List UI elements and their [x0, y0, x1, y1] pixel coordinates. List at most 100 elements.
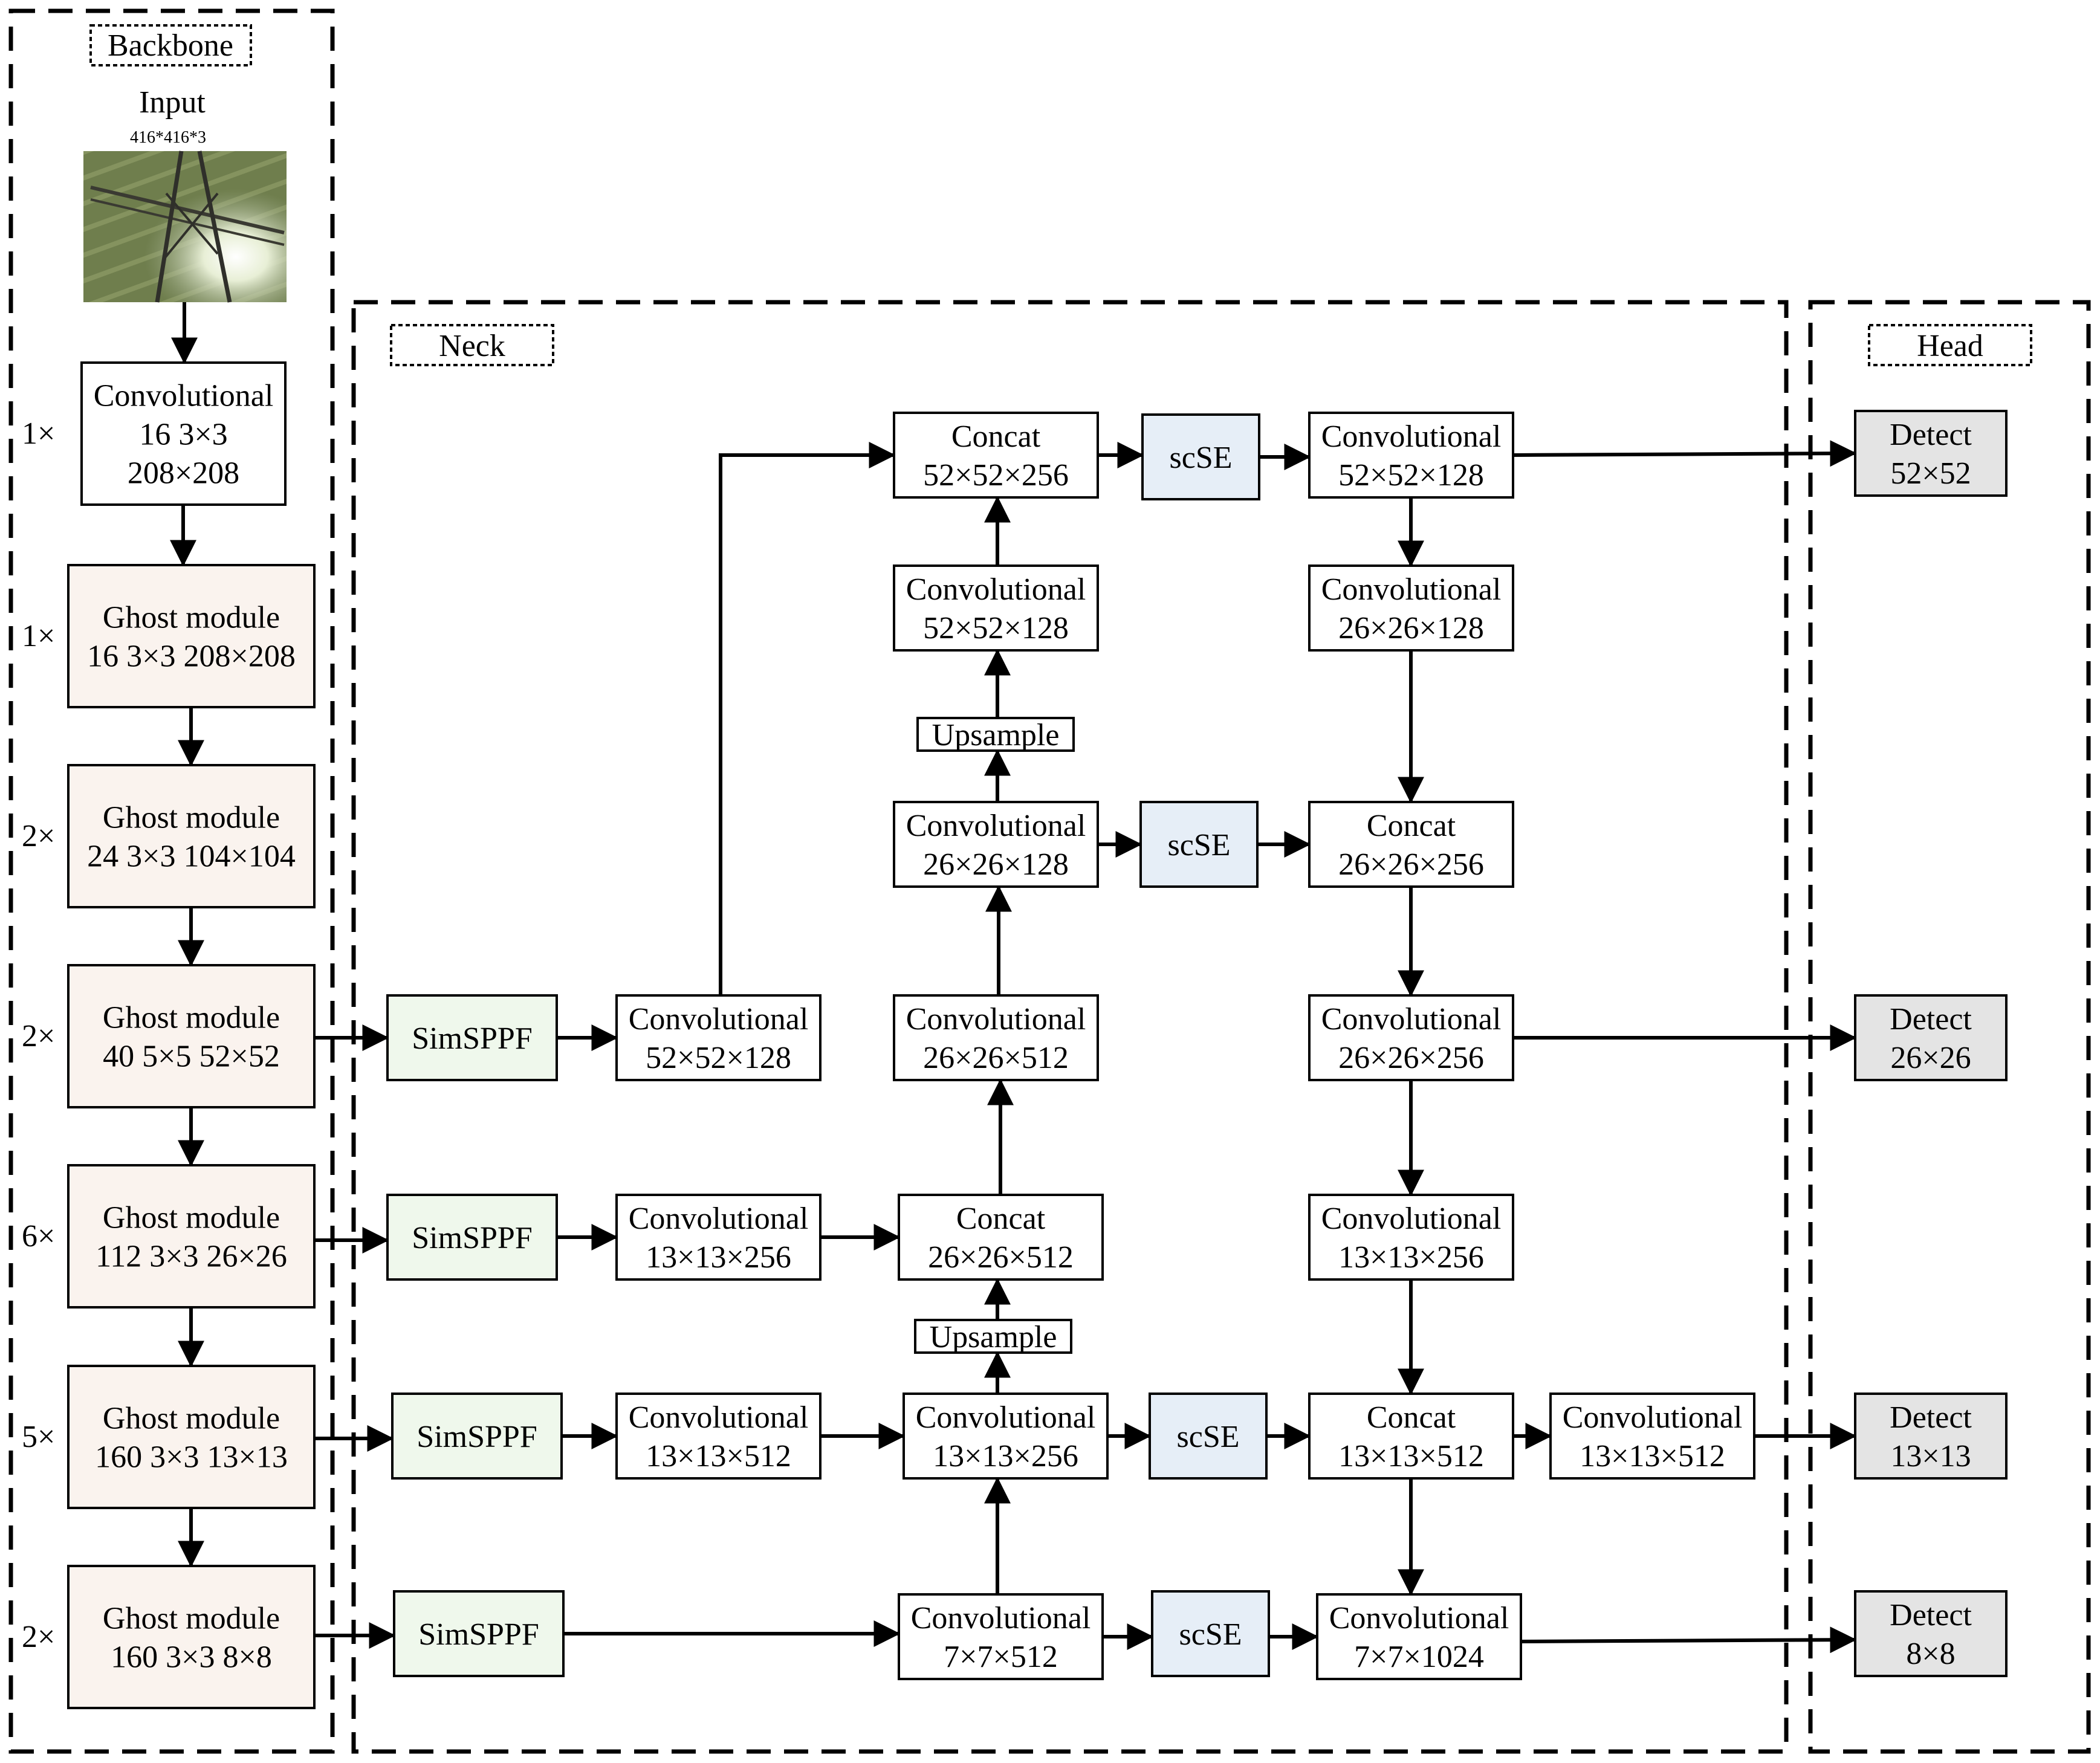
- block-s2-line-0: SimSPPF: [412, 1221, 533, 1255]
- block-b2-line-1: 24 3×3 104×104: [87, 839, 296, 874]
- block-r2-line-1: 26×26×128: [1338, 611, 1484, 645]
- neck-title: Neck: [390, 324, 554, 366]
- flow-arrow-14: [719, 442, 896, 995]
- block-s1-line-0: SimSPPF: [412, 1021, 533, 1056]
- block-se2-line-0: scSE: [1168, 828, 1231, 862]
- block-b3: Ghost module 40 5×5 52×52: [67, 964, 316, 1108]
- block-b3-line-0: Ghost module: [103, 1001, 280, 1035]
- block-c1: Convolutional 52×52×128: [615, 994, 822, 1081]
- block-n3-line-0: Convolutional: [906, 809, 1086, 843]
- repeat-count-0: 1×: [22, 416, 55, 451]
- block-b0-line-2: 208×208: [128, 456, 239, 491]
- flow-arrow-41: [1512, 440, 1857, 467]
- block-c1-line-1: 52×52×128: [646, 1041, 791, 1075]
- block-r5-line-0: Convolutional: [1321, 1202, 1502, 1236]
- block-r8-line-0: Convolutional: [1563, 1400, 1743, 1435]
- block-r1: Convolutional 52×52×128: [1308, 412, 1514, 499]
- block-b0-line-0: Convolutional: [94, 379, 274, 413]
- block-b2-line-0: Ghost module: [103, 801, 280, 835]
- block-s3: SimSPPF: [391, 1393, 563, 1480]
- block-n6-line-1: 13×13×256: [933, 1439, 1078, 1473]
- block-c2-line-1: 13×13×256: [646, 1240, 791, 1275]
- block-r4-line-1: 26×26×256: [1338, 1041, 1484, 1075]
- block-r2-line-0: Convolutional: [1321, 572, 1502, 607]
- block-se3-line-0: scSE: [1177, 1420, 1240, 1454]
- block-r4: Convolutional 26×26×256: [1308, 994, 1514, 1081]
- block-b6-line-1: 160 3×3 8×8: [111, 1640, 272, 1675]
- repeat-count-4: 6×: [22, 1219, 55, 1254]
- block-d3: Detect 13×13: [1854, 1393, 2008, 1480]
- block-c1-line-0: Convolutional: [629, 1002, 809, 1037]
- block-d3-line-1: 13×13: [1890, 1439, 1971, 1473]
- block-n7-line-0: Convolutional: [911, 1601, 1091, 1635]
- neck-region: [351, 300, 1789, 1754]
- block-s4-line-0: SimSPPF: [418, 1617, 539, 1652]
- repeat-count-1: 1×: [22, 619, 55, 653]
- block-up1: Upsample: [916, 717, 1075, 752]
- block-r7-line-1: 7×7×1024: [1354, 1640, 1484, 1674]
- block-c3-line-1: 13×13×512: [646, 1439, 791, 1473]
- block-n6-line-0: Convolutional: [916, 1400, 1096, 1435]
- head-title: Head: [1868, 324, 2032, 366]
- block-r8: Convolutional 13×13×512: [1549, 1393, 1755, 1480]
- block-n3-line-1: 26×26×128: [923, 847, 1069, 882]
- block-up1-line-0: Upsample: [932, 718, 1060, 752]
- block-se4: scSE: [1151, 1590, 1270, 1677]
- block-b3-line-1: 40 5×5 52×52: [103, 1040, 280, 1074]
- block-r6-line-0: Concat: [1367, 1400, 1456, 1435]
- block-d4-line-0: Detect: [1890, 1598, 1972, 1632]
- block-b0-line-1: 16 3×3: [139, 418, 227, 452]
- block-r3-line-0: Concat: [1367, 809, 1456, 843]
- block-up2-line-0: Upsample: [930, 1320, 1057, 1354]
- block-s4: SimSPPF: [393, 1590, 565, 1677]
- block-b4-line-1: 112 3×3 26×26: [96, 1240, 287, 1274]
- block-d1-line-0: Detect: [1890, 418, 1972, 452]
- block-r6-line-1: 13×13×512: [1338, 1439, 1484, 1473]
- block-r7-line-0: Convolutional: [1329, 1601, 1509, 1635]
- repeat-count-5: 5×: [22, 1420, 55, 1454]
- block-n7-line-1: 7×7×512: [944, 1640, 1058, 1674]
- backbone-title: Backbone: [89, 24, 252, 66]
- block-d1: Detect 52×52: [1854, 410, 2008, 497]
- block-d2-line-1: 26×26: [1890, 1041, 1971, 1075]
- block-n5-line-1: 26×26×512: [928, 1240, 1074, 1275]
- block-se1-line-0: scSE: [1170, 441, 1233, 475]
- block-r1-line-0: Convolutional: [1321, 419, 1502, 454]
- input-image: [83, 150, 287, 303]
- block-d3-line-0: Detect: [1890, 1400, 1972, 1435]
- block-b4-line-0: Ghost module: [103, 1201, 280, 1235]
- repeat-count-3: 2×: [22, 1019, 55, 1053]
- block-up2: Upsample: [914, 1319, 1072, 1354]
- block-r5-line-1: 13×13×256: [1338, 1240, 1484, 1275]
- block-n1-line-1: 52×52×256: [923, 458, 1069, 493]
- block-d1-line-1: 52×52: [1890, 456, 1971, 491]
- block-se1: scSE: [1141, 413, 1260, 500]
- block-c2-line-0: Convolutional: [629, 1202, 809, 1236]
- svg-text:Backbone: Backbone: [108, 28, 233, 63]
- block-r6: Concat 13×13×512: [1308, 1393, 1514, 1480]
- flow-arrow-44: [1520, 1626, 1857, 1654]
- block-b1-line-1: 16 3×3 208×208: [87, 639, 296, 674]
- block-r1-line-1: 52×52×128: [1338, 458, 1484, 493]
- block-se4-line-0: scSE: [1179, 1617, 1242, 1652]
- block-s3-line-0: SimSPPF: [416, 1420, 537, 1454]
- svg-text:Head: Head: [1917, 329, 1983, 363]
- block-s2: SimSPPF: [386, 1194, 558, 1281]
- block-r4-line-0: Convolutional: [1321, 1002, 1502, 1037]
- block-r7: Convolutional 7×7×1024: [1316, 1593, 1522, 1680]
- block-r8-line-1: 13×13×512: [1580, 1439, 1725, 1473]
- block-se3: scSE: [1149, 1393, 1268, 1480]
- block-b5-line-0: Ghost module: [103, 1402, 280, 1436]
